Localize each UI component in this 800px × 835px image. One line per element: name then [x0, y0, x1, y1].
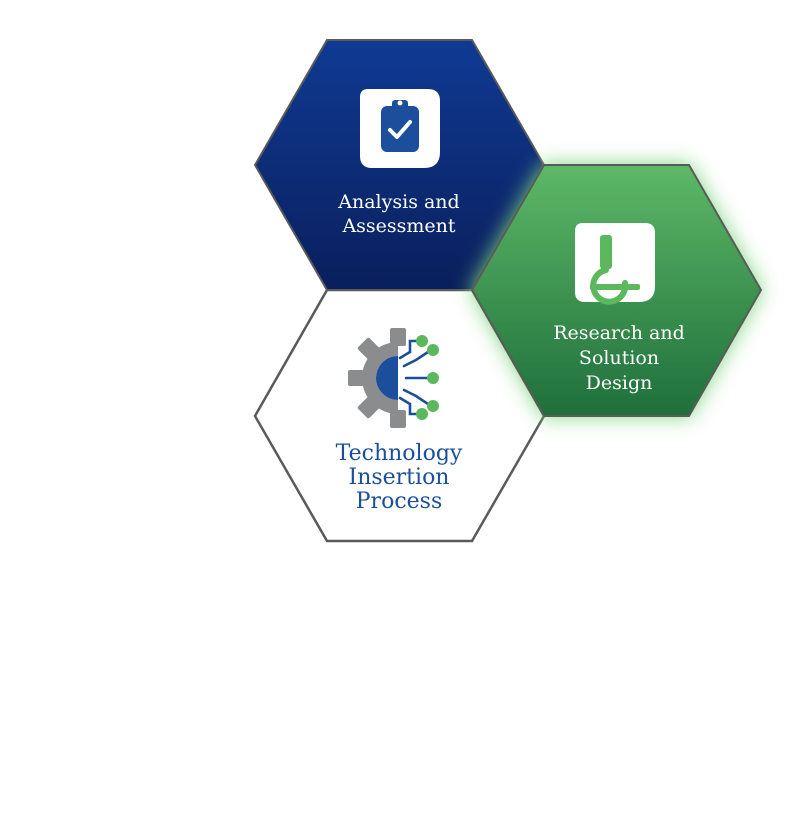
hex-technology-insertion: Technology Insertion Process [253, 288, 546, 543]
analysis-label-line2: Assessment [341, 215, 455, 237]
technology-label: Technology Insertion Process [336, 441, 463, 514]
gear-circuit-icon [348, 328, 439, 428]
analysis-label: Analysis and Assessment [337, 191, 459, 237]
research-label-line2: Solution [579, 347, 659, 369]
analysis-label-line1: Analysis and [337, 191, 459, 213]
hex-research-solution: Research and Solution Design [470, 164, 763, 417]
technology-label-line2: Insertion [349, 465, 450, 490]
clipboard-check-icon [360, 89, 440, 168]
technology-label-line1: Technology [336, 441, 463, 466]
research-label-line1: Research and [553, 322, 685, 344]
microscope-icon [575, 223, 655, 305]
research-label: Research and Solution Design [553, 322, 685, 394]
technology-label-line3: Process [356, 489, 443, 514]
research-label-line3: Design [586, 372, 653, 394]
